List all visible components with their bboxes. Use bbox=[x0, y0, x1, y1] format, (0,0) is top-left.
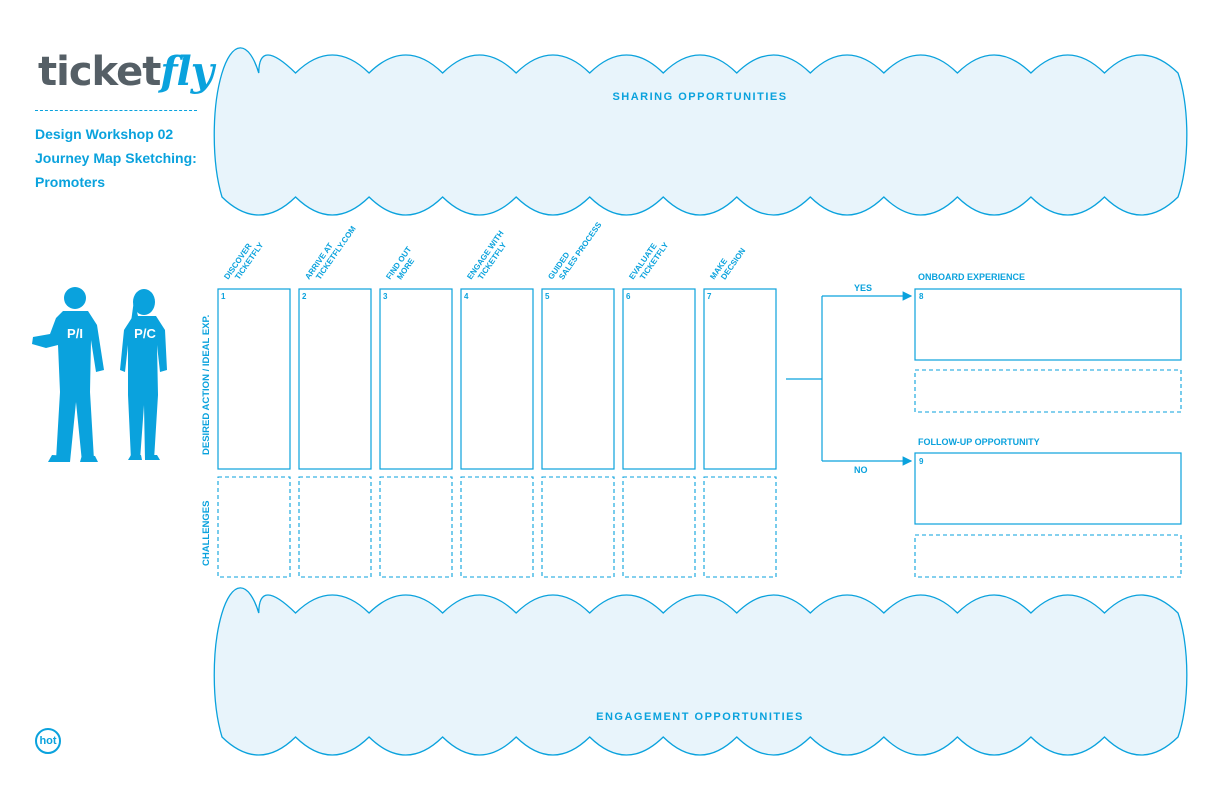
challenge-box-6[interactable] bbox=[622, 476, 696, 578]
no-label: NO bbox=[854, 465, 868, 475]
challenges-row-label: CHALLENGES bbox=[201, 501, 212, 566]
stage-box-5[interactable] bbox=[541, 288, 615, 470]
yes-label: YES bbox=[854, 283, 872, 293]
stage-number-5: 5 bbox=[545, 292, 550, 301]
sharing-opportunities-cloud[interactable] bbox=[213, 47, 1188, 216]
engagement-opportunities-cloud[interactable] bbox=[213, 587, 1188, 756]
follow-up-challenges-box[interactable] bbox=[914, 534, 1182, 578]
onboard-challenges-box[interactable] bbox=[914, 369, 1182, 413]
stage-label-2: ARRIVE ATTICKETFLY.COM bbox=[303, 219, 358, 286]
audience-title: Promoters bbox=[35, 174, 106, 190]
sidebar-dashed-rule bbox=[35, 110, 197, 111]
follow-up-opportunity-box[interactable] bbox=[914, 452, 1182, 525]
stage-number-3: 3 bbox=[383, 292, 388, 301]
stage-number-7: 7 bbox=[707, 292, 712, 301]
ticketfly-logo: ticketfly bbox=[38, 44, 214, 100]
stage-box-1[interactable] bbox=[217, 288, 291, 470]
sharing-opportunities-label: SHARING OPPORTUNITIES bbox=[612, 91, 787, 103]
stage-number-4: 4 bbox=[464, 292, 469, 301]
onboard-experience-box[interactable] bbox=[914, 288, 1182, 361]
persona-2-label: P/C bbox=[134, 326, 156, 341]
map-title: Journey Map Sketching: bbox=[35, 150, 197, 166]
onboard-box-number: 8 bbox=[919, 292, 924, 301]
follow-up-opportunity-title: FOLLOW-UP OPPORTUNITY bbox=[918, 437, 1040, 447]
stage-label-4: ENGAGE WITHTICKETFLY bbox=[465, 229, 513, 286]
challenge-box-5[interactable] bbox=[541, 476, 615, 578]
stage-box-3[interactable] bbox=[379, 288, 453, 470]
stage-label-1: DISCOVERTICKETFLY bbox=[222, 235, 265, 286]
stage-label-5: GUIDEDSALES PROCESS bbox=[546, 215, 604, 286]
persona-figure-1 bbox=[32, 287, 104, 462]
challenge-box-7[interactable] bbox=[703, 476, 777, 578]
stage-number-2: 2 bbox=[302, 292, 307, 301]
workshop-title: Design Workshop 02 bbox=[35, 126, 174, 142]
stage-label-3: FIND OUTMORE bbox=[384, 245, 420, 286]
stage-box-6[interactable] bbox=[622, 288, 696, 470]
engagement-opportunities-label: ENGAGEMENT OPPORTUNITIES bbox=[596, 711, 804, 723]
logo-fly-text: fly bbox=[160, 48, 214, 95]
stage-label-7: MAKEDECSION bbox=[708, 241, 747, 286]
challenge-box-4[interactable] bbox=[460, 476, 534, 578]
journey-stages: 1 DISCOVERTICKETFLY 2 ARRIVE ATTICKETFLY.CO… bbox=[217, 215, 777, 578]
challenge-box-1[interactable] bbox=[217, 476, 291, 578]
challenge-box-2[interactable] bbox=[298, 476, 372, 578]
persona-figure-2 bbox=[120, 289, 167, 460]
persona-1-label: P/I bbox=[67, 326, 83, 341]
stage-box-4[interactable] bbox=[460, 288, 534, 470]
challenge-box-3[interactable] bbox=[379, 476, 453, 578]
onboard-experience-title: ONBOARD EXPERIENCE bbox=[918, 272, 1025, 282]
follow-up-box-number: 9 bbox=[919, 457, 924, 466]
hot-logo-badge: hot bbox=[35, 728, 61, 754]
stage-box-7[interactable] bbox=[703, 288, 777, 470]
logo-ticket-text: ticket bbox=[38, 49, 161, 95]
desired-action-row-label: DESIRED ACTION / IDEAL EXP. bbox=[201, 315, 212, 455]
stage-label-6: EVALUATETICKETFLY bbox=[627, 235, 670, 286]
stage-number-1: 1 bbox=[221, 292, 226, 301]
stage-box-2[interactable] bbox=[298, 288, 372, 470]
stage-number-6: 6 bbox=[626, 292, 631, 301]
